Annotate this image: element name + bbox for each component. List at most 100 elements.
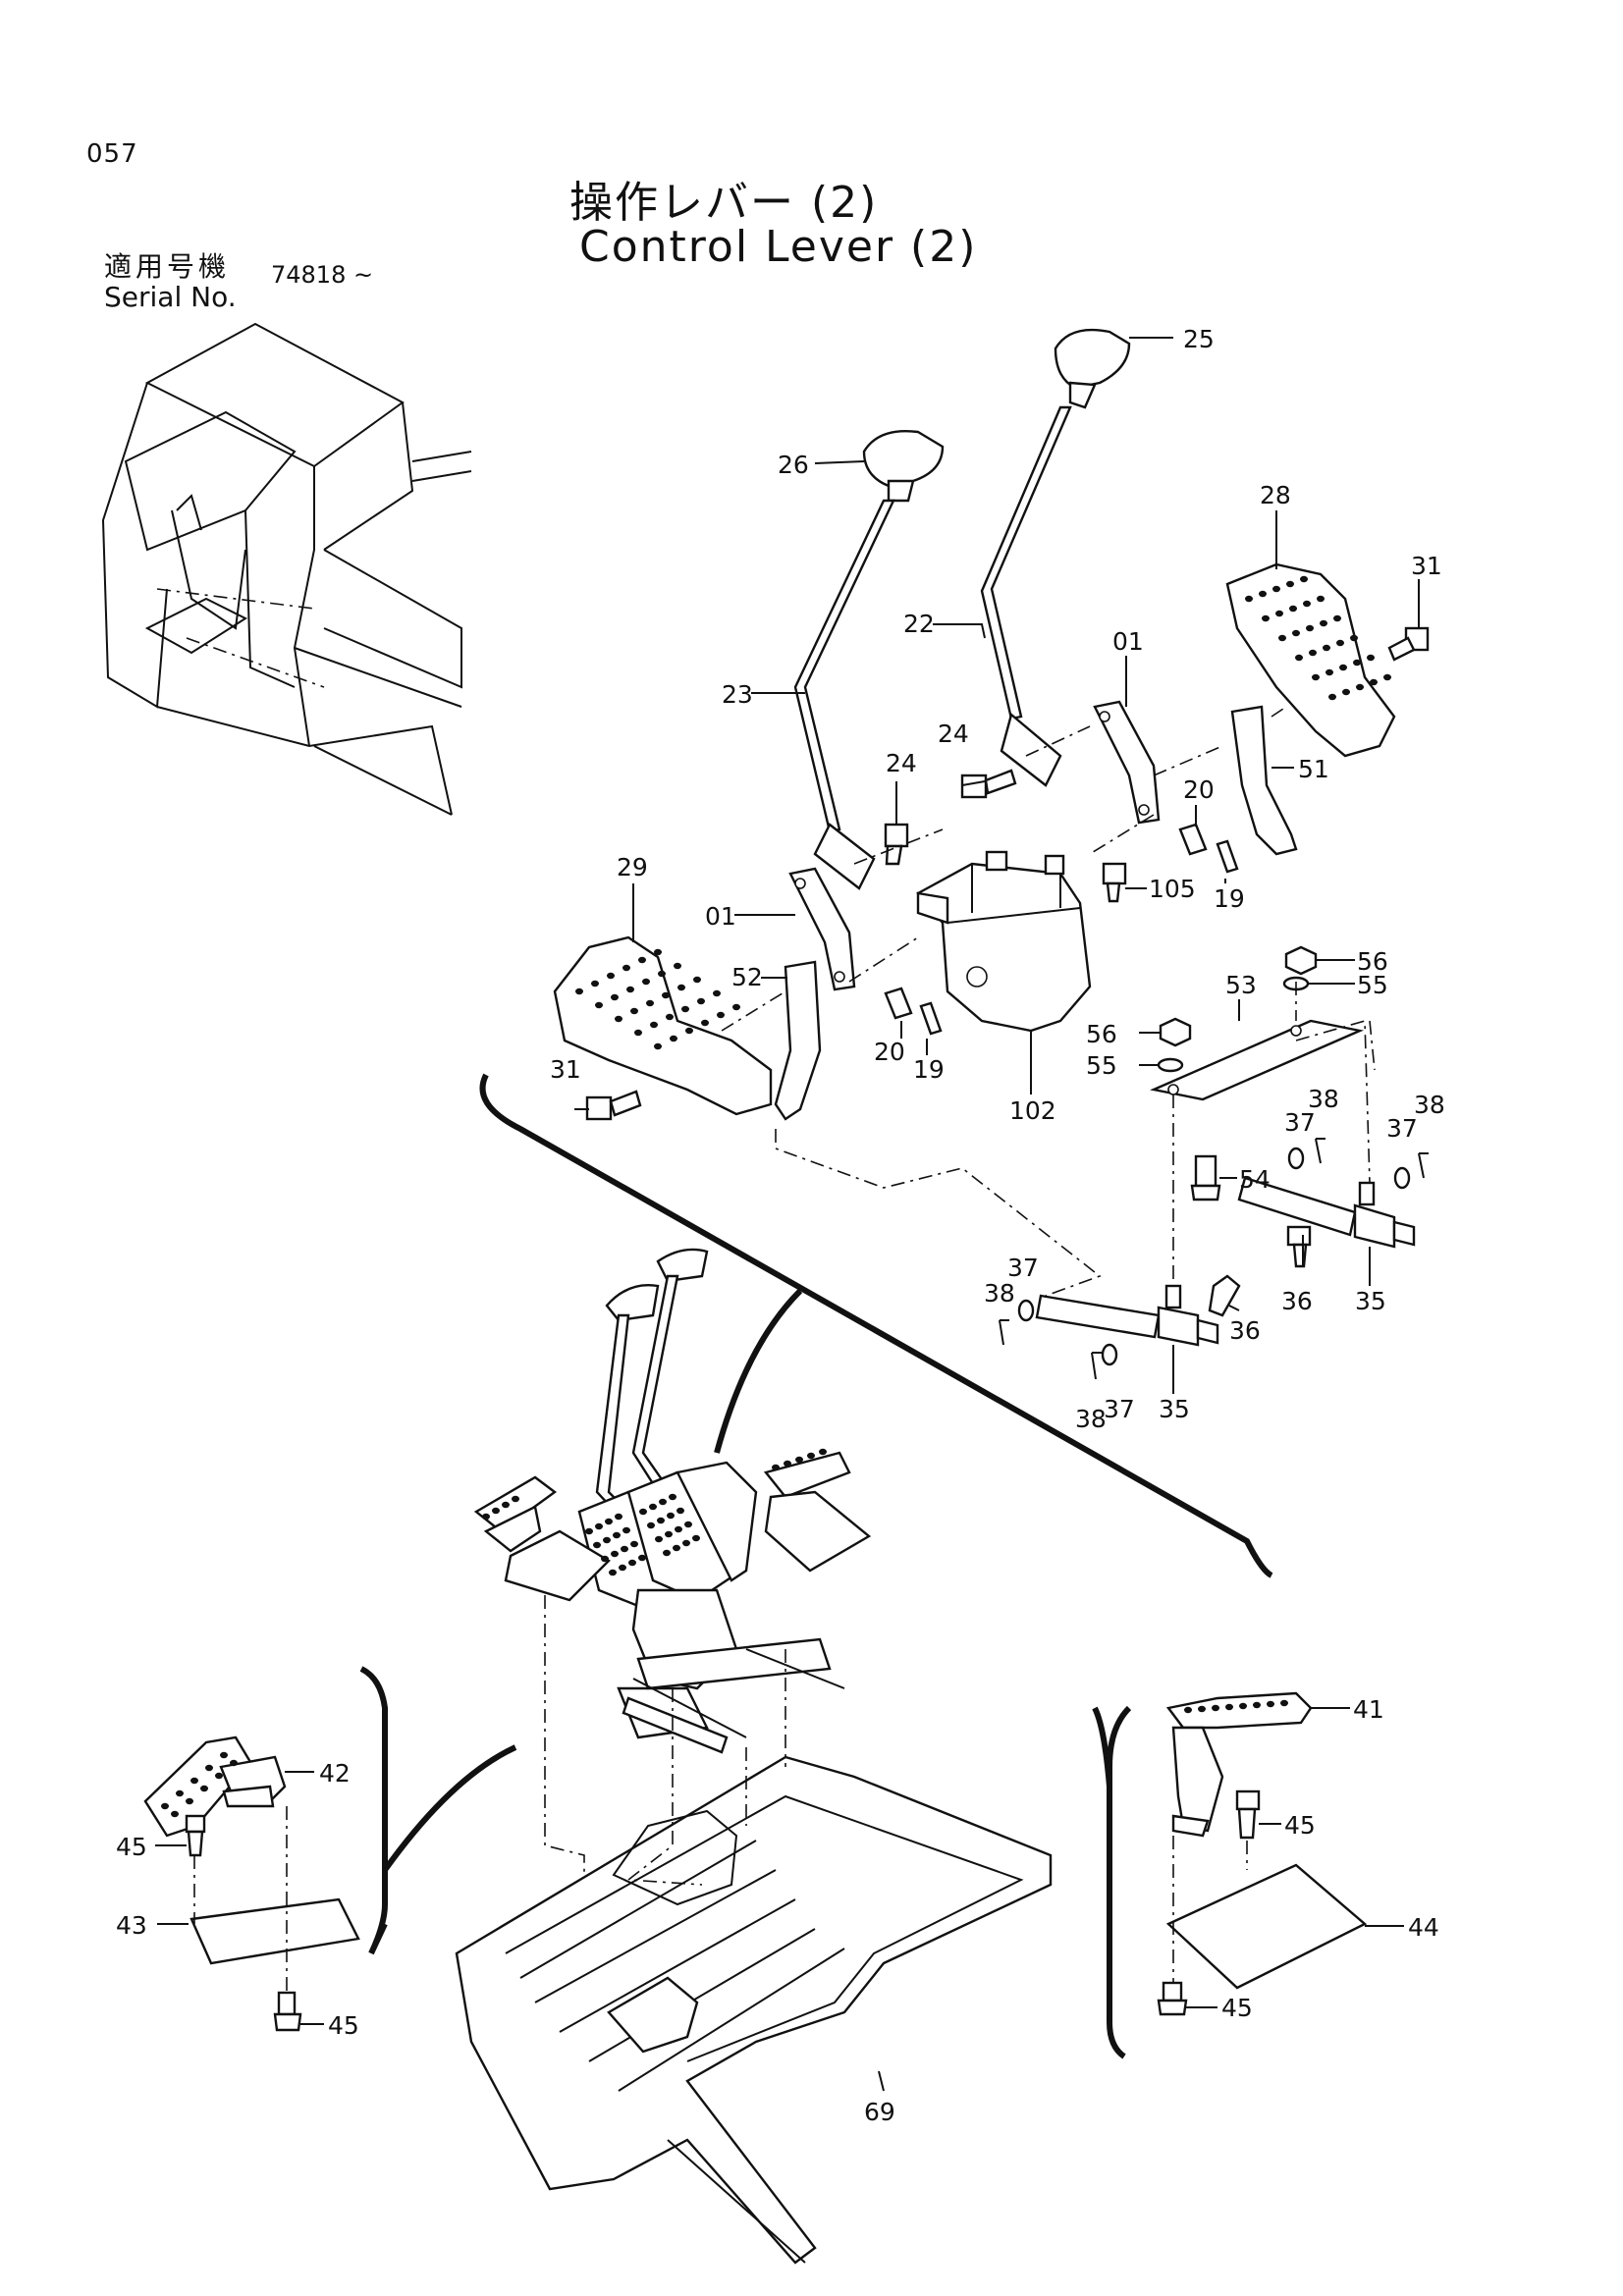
callout-01: 01 [705, 902, 736, 931]
bolt-54 [1190, 1154, 1221, 1201]
lever-grip-26 [862, 430, 945, 503]
bolt-31-lower [585, 1090, 642, 1121]
callout-28: 28 [1260, 481, 1291, 509]
lever-rod-22 [980, 405, 1072, 787]
callout-37: 37 [1284, 1108, 1316, 1137]
callout-36: 36 [1281, 1287, 1313, 1315]
assembled-floor-view [455, 1755, 1053, 2265]
washer-37-c [1017, 1299, 1035, 1322]
callout-45: 45 [116, 1833, 147, 1861]
cab-location-sketch [101, 322, 472, 816]
callout-41: 41 [1353, 1695, 1384, 1724]
link-plate-53 [1150, 1019, 1364, 1101]
callout-37: 37 [1104, 1395, 1135, 1423]
assembly-guide-lines-top [721, 706, 1376, 1297]
washer-37-a [1287, 1147, 1305, 1170]
callout-43: 43 [116, 1911, 147, 1940]
serial-label-english: Serial No. [104, 281, 237, 313]
callout-44: 44 [1408, 1913, 1439, 1942]
callout-26: 26 [778, 451, 809, 479]
bolt-105 [1102, 862, 1127, 903]
callout-54: 54 [1239, 1165, 1271, 1194]
bolt-36-right [1286, 1225, 1312, 1268]
assembly-guide-lines-bottom [544, 1595, 786, 1886]
callout-55: 55 [1357, 971, 1388, 999]
callout-25: 25 [1183, 325, 1215, 353]
pedal-28-tread [1245, 575, 1391, 701]
callout-37: 37 [1007, 1254, 1039, 1282]
callout-38: 38 [1075, 1405, 1107, 1433]
bolts-45-left [185, 1814, 302, 2032]
pins-upper [1178, 823, 1239, 874]
floor-plate-43 [189, 1897, 360, 1965]
washer-55-lower [1157, 1057, 1184, 1073]
pedal-42-tread [161, 1751, 238, 1818]
pedal-shaft-35-left [1035, 1284, 1219, 1347]
pilot-valve-102 [916, 850, 1092, 1033]
right-guide-lines [1172, 1836, 1248, 1983]
callout-53: 53 [1225, 971, 1257, 999]
leader-lines [155, 337, 1420, 2092]
pedal-42 [143, 1735, 287, 1838]
assembled-pedal-tread-b [639, 1493, 700, 1557]
callout-56: 56 [1086, 1020, 1117, 1048]
washer-37-b [1393, 1166, 1411, 1190]
callout-38: 38 [984, 1279, 1015, 1308]
callout-20: 20 [1183, 775, 1215, 804]
callout-35: 35 [1159, 1395, 1190, 1423]
callout-20: 20 [874, 1038, 905, 1066]
pedal-plate-28 [1225, 562, 1396, 758]
callout-23: 23 [722, 680, 753, 709]
lever-grip-25 [1054, 328, 1131, 409]
left-guide-lines [193, 1806, 288, 1993]
callout-52: 52 [731, 963, 763, 991]
callout-31: 31 [550, 1055, 581, 1084]
washer-37-d [1101, 1343, 1118, 1366]
pedal-29-tread [575, 948, 740, 1050]
assembled-pedal-tread-c [772, 1448, 827, 1471]
nut-56-upper [1284, 945, 1318, 976]
bolt-24-upper [960, 769, 1017, 799]
assembled-pedal-tread-d [482, 1495, 519, 1521]
pedal-41 [1165, 1691, 1313, 1838]
bolt-36-left [1208, 1274, 1241, 1317]
callout-31: 31 [1411, 552, 1442, 580]
pedal-bracket-51 [1230, 705, 1298, 856]
callout-24: 24 [938, 720, 969, 748]
callout-42: 42 [319, 1759, 351, 1788]
callout-01: 01 [1112, 627, 1144, 656]
page-title-japanese: 操作レバー (2) [569, 178, 879, 228]
pin-38-a [1315, 1138, 1325, 1164]
section-boundary-curves [359, 1073, 1273, 2059]
callout-labels: 25 26 28 31 22 23 24 24 01 51 20 19 105 … [116, 325, 1445, 2126]
pin-38-c [999, 1319, 1009, 1346]
callout-45: 45 [328, 2011, 359, 2040]
pedal-plate-29 [553, 935, 773, 1116]
callout-36: 36 [1229, 1316, 1261, 1345]
serial-number-value: 74818 ~ [271, 261, 374, 289]
pedal-41-tread [1184, 1699, 1288, 1714]
assembled-lever-pedal-group [473, 1248, 872, 1754]
pedal-bracket-52 [774, 960, 822, 1121]
callout-55: 55 [1086, 1051, 1117, 1080]
bracket-01-lower [788, 867, 856, 991]
pin-38-b [1418, 1152, 1429, 1179]
pedal-shaft-35-right [1237, 1176, 1416, 1249]
page-title-english: Control Lever (2) [579, 222, 978, 272]
bolt-24-lower [884, 823, 909, 866]
callout-22: 22 [903, 610, 935, 638]
bolt-31-upper [1387, 626, 1430, 662]
bracket-01-upper [1093, 700, 1161, 825]
bolts-45-right [1157, 1789, 1261, 2016]
floor-plate-44 [1165, 1863, 1368, 1990]
callout-19: 19 [1214, 884, 1245, 913]
callout-37: 37 [1386, 1114, 1418, 1143]
callout-69: 69 [864, 2098, 895, 2126]
lever-rod-23 [793, 499, 895, 890]
callout-38: 38 [1308, 1085, 1339, 1113]
callout-38: 38 [1414, 1091, 1445, 1119]
nut-56-lower [1159, 1017, 1192, 1047]
pins-lower [884, 987, 943, 1036]
callout-45: 45 [1284, 1811, 1316, 1840]
